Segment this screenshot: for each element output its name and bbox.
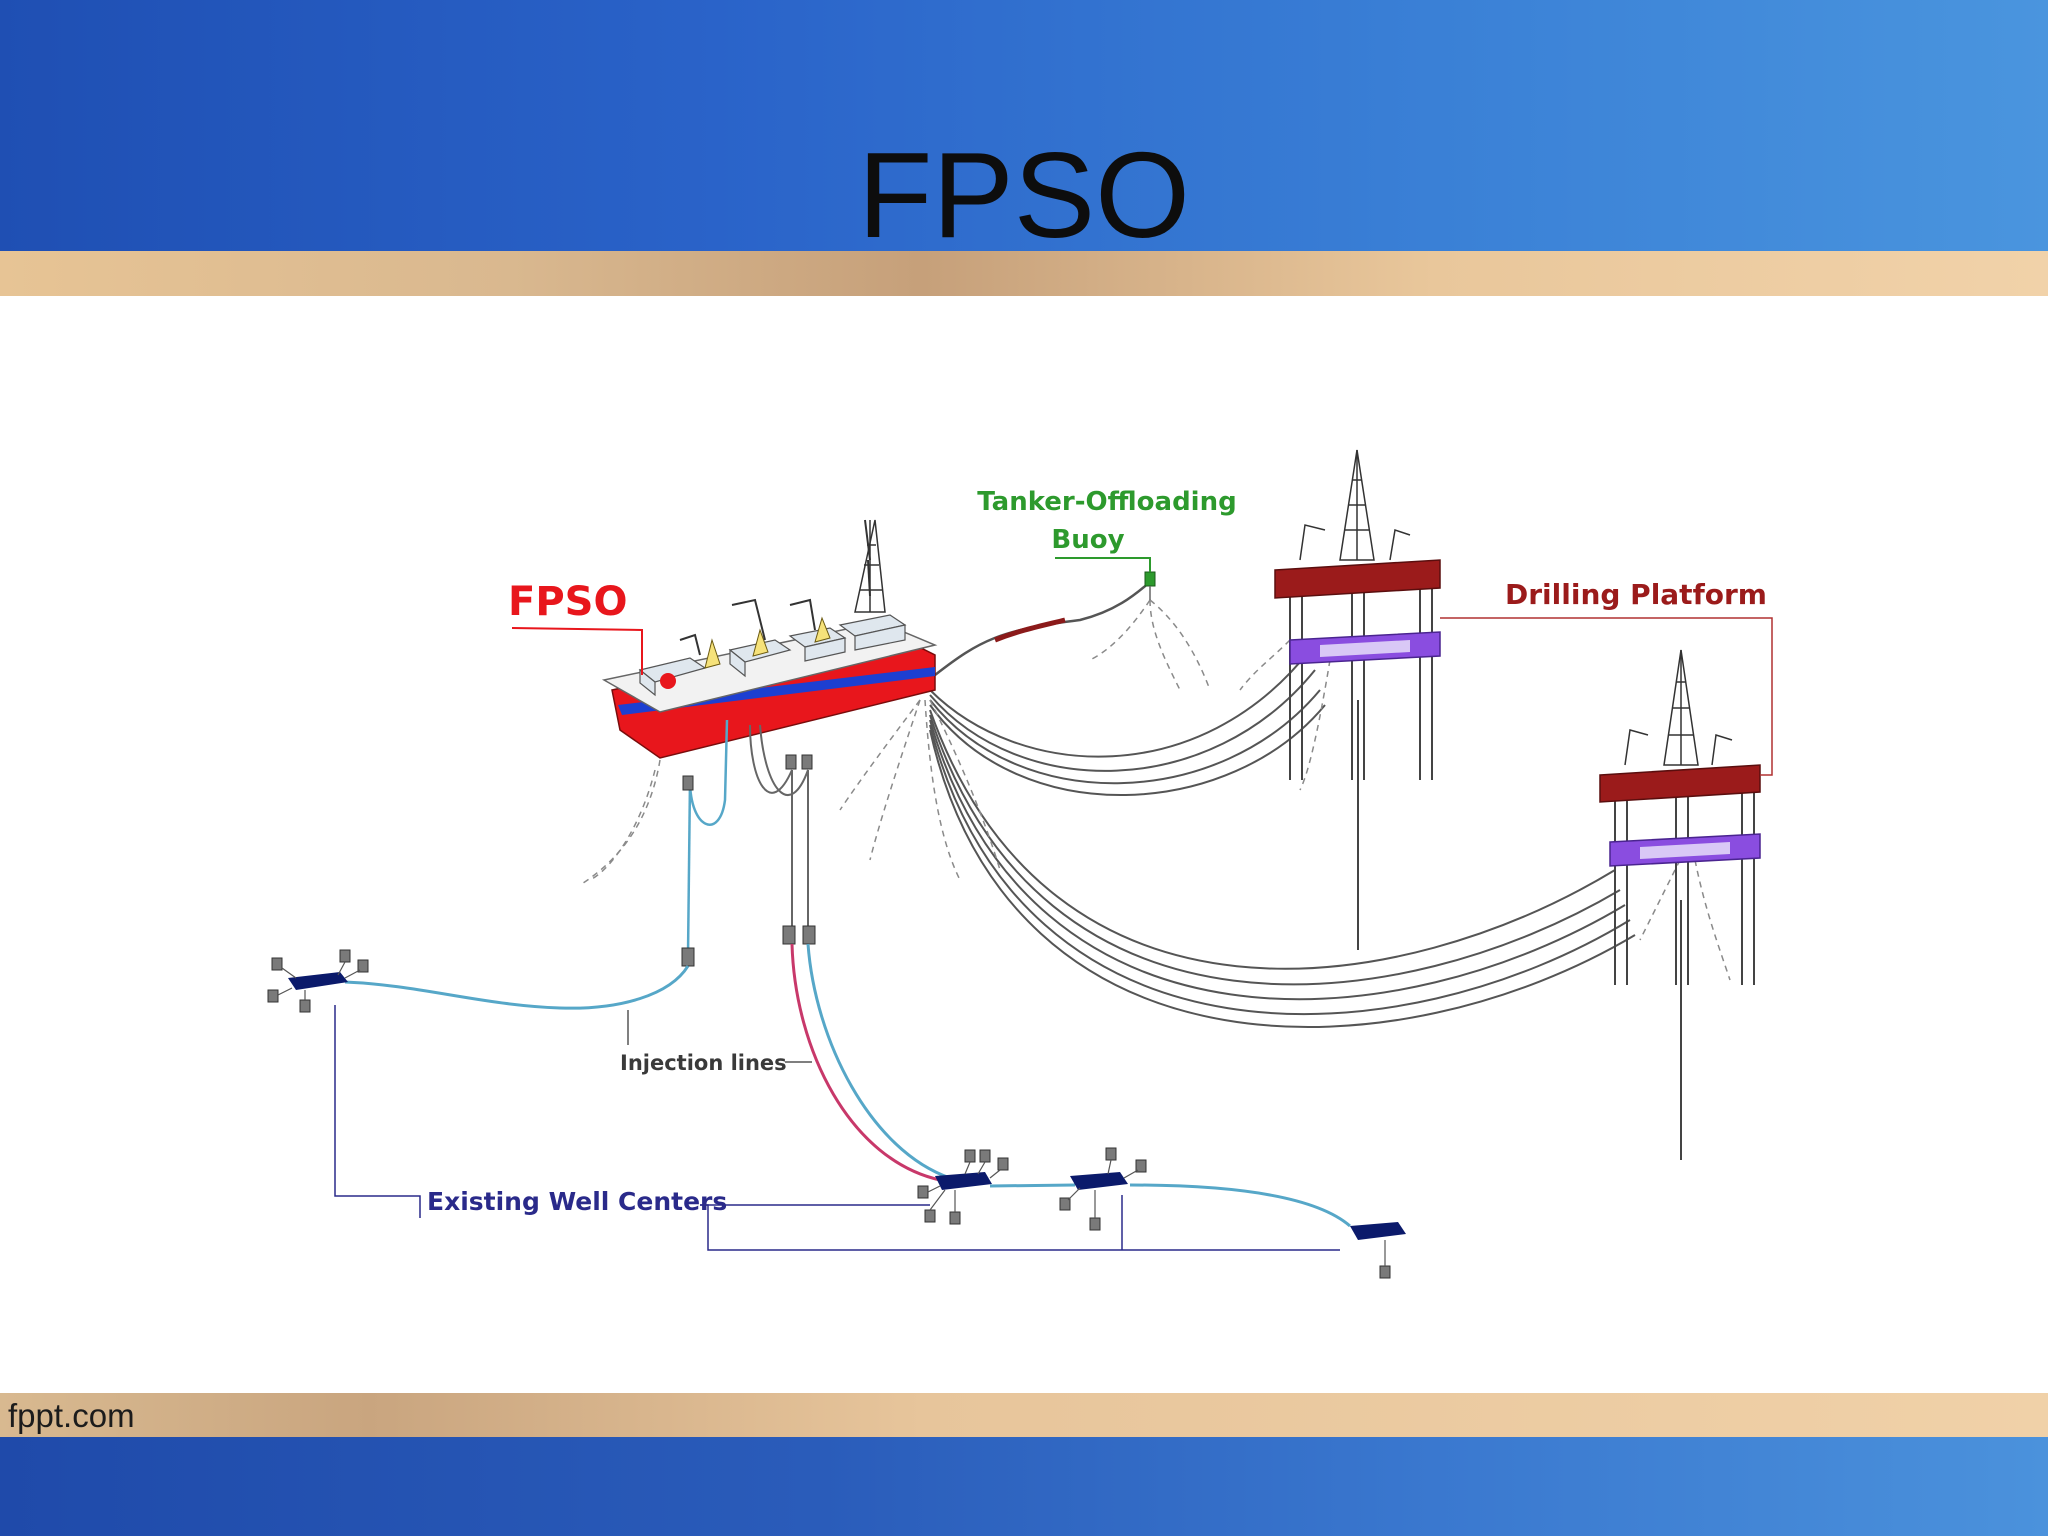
drilling-platform-1 bbox=[1274, 449, 1441, 950]
flowline-blue bbox=[806, 943, 951, 1180]
platform-label-leader bbox=[1440, 617, 1773, 776]
existing-well-centers-label: Existing Well Centers bbox=[427, 1187, 727, 1216]
mooring-lines bbox=[579, 599, 1731, 981]
well-center-3 bbox=[1059, 1147, 1147, 1231]
riser-connectors bbox=[681, 754, 816, 967]
offloading-hose-float bbox=[994, 617, 1066, 643]
injection-lines-label: Injection lines bbox=[620, 1051, 787, 1075]
slide-title: FPSO bbox=[857, 127, 1191, 263]
header-stripe bbox=[0, 251, 2048, 296]
flowline-right bbox=[1129, 1183, 1351, 1228]
drilling-platform-2 bbox=[1599, 649, 1761, 1160]
well-center-4 bbox=[1350, 1222, 1406, 1279]
footer-link: fppt.com bbox=[8, 1397, 135, 1434]
footer-stripe bbox=[0, 1393, 2048, 1437]
fpso-label: FPSO bbox=[508, 579, 627, 625]
injection-risers bbox=[686, 719, 809, 956]
production-risers bbox=[929, 649, 1636, 1028]
injection-lines-leaders bbox=[627, 1010, 812, 1063]
flowline-left bbox=[344, 965, 690, 1010]
fpso-label-leader bbox=[511, 627, 643, 675]
buoy-label-line2: Buoy bbox=[1051, 525, 1124, 555]
buoy-label-leader bbox=[1055, 557, 1151, 572]
drilling-platform-label: Drilling Platform bbox=[1505, 578, 1767, 611]
fpso-diagram: FPSO Tanker-Offloading Buoy Drilling Pla… bbox=[267, 449, 1773, 1279]
well-center-2 bbox=[917, 1149, 1009, 1225]
offloading-hose bbox=[934, 581, 1151, 676]
flowline-red bbox=[790, 943, 941, 1182]
footer-band bbox=[0, 1437, 2048, 1536]
buoy-label-line1: Tanker-Offloading bbox=[977, 487, 1236, 517]
flowline-center bbox=[989, 1183, 1076, 1188]
offloading-buoy bbox=[1144, 571, 1156, 600]
well-centers-leaders bbox=[334, 1005, 1340, 1251]
fpso-vessel bbox=[601, 519, 938, 759]
well-center-1 bbox=[267, 949, 369, 1013]
header-band bbox=[0, 0, 2048, 251]
